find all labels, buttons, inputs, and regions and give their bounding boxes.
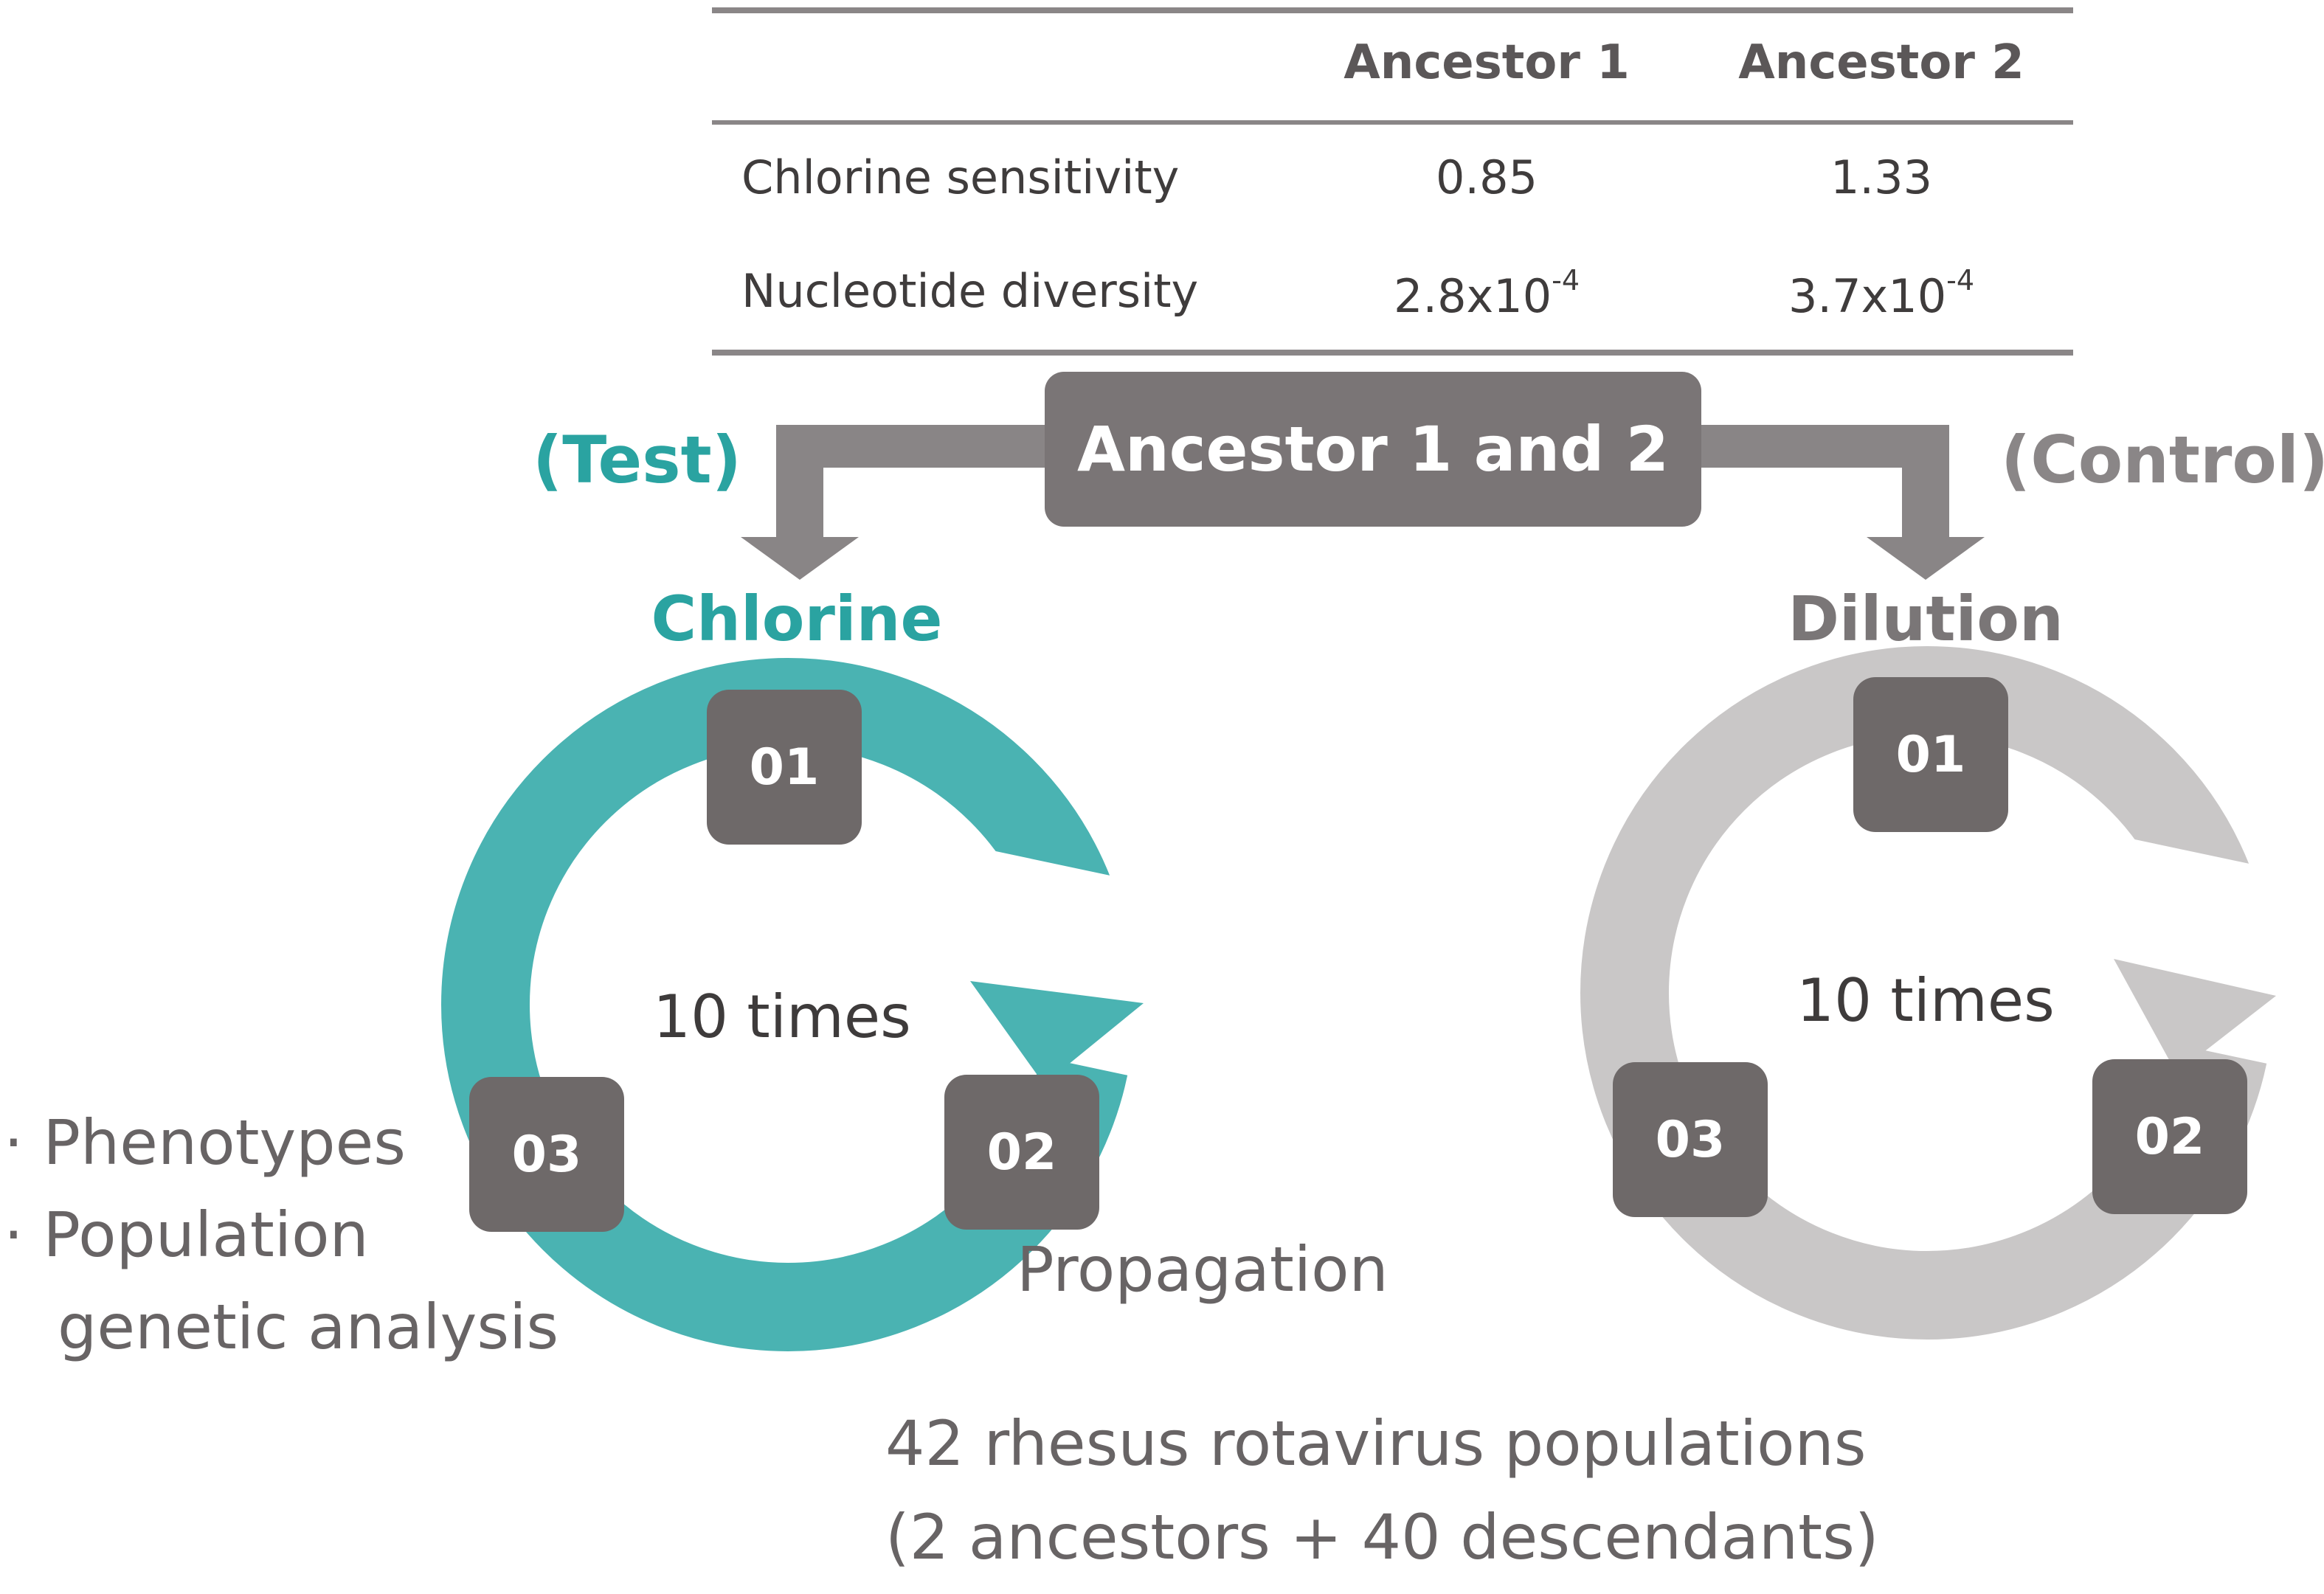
row-label-chlorine-sensitivity: Chlorine sensitivity — [741, 150, 1180, 204]
test-step-03: 03 — [469, 1077, 624, 1232]
nd-a2-base: 3.7x10 — [1788, 269, 1947, 323]
row-label-nucleotide-diversity: Nucleotide diversity — [741, 264, 1199, 318]
test-loop-label: 10 times — [653, 983, 911, 1051]
summary-line-1: 42 rhesus rotavirus populations — [885, 1407, 1867, 1480]
test-treatment-label: Chlorine — [651, 583, 943, 655]
test-step-02: 02 — [944, 1075, 1099, 1230]
test-step-01: 01 — [707, 690, 862, 845]
table-header-ancestor-2: Ancestor 2 — [1738, 35, 2024, 90]
control-treatment-label: Dilution — [1788, 583, 2064, 655]
test-tag: (Test) — [533, 422, 741, 498]
arrow-to-control — [1690, 425, 1985, 580]
ancestor-box: Ancestor 1 and 2 — [1045, 372, 1701, 527]
nd-a1-base: 2.8x10 — [1393, 269, 1552, 323]
analysis-population: · Population — [4, 1199, 369, 1271]
table-header-ancestor-1: Ancestor 1 — [1343, 35, 1630, 90]
control-loop-label: 10 times — [1796, 966, 2055, 1035]
test-ring-arrowhead — [970, 981, 1144, 1084]
cell-chlorine-sensitivity-ancestor-2: 1.33 — [1830, 150, 1933, 204]
propagation-label: Propagation — [1017, 1233, 1388, 1306]
nd-a1-exponent: -4 — [1552, 264, 1580, 297]
split-arrows — [741, 425, 1985, 580]
nd-a2-exponent: -4 — [1946, 264, 1975, 297]
control-step-02: 02 — [2092, 1059, 2247, 1214]
analysis-genetic: genetic analysis — [58, 1291, 559, 1363]
cell-chlorine-sensitivity-ancestor-1: 0.85 — [1435, 150, 1538, 204]
arrow-to-test — [741, 425, 1055, 580]
analysis-phenotypes: · Phenotypes — [4, 1106, 407, 1179]
cell-nucleotide-diversity-ancestor-2: 3.7x10-4 — [1697, 264, 2066, 323]
control-tag: (Control) — [2001, 422, 2324, 498]
cell-nucleotide-diversity-ancestor-1: 2.8x10-4 — [1321, 264, 1653, 323]
control-step-01: 01 — [1853, 677, 2008, 832]
summary-line-2: (2 ancestors + 40 descendants) — [885, 1501, 1879, 1573]
control-step-03: 03 — [1613, 1062, 1768, 1217]
control-ring-arrowhead — [2114, 959, 2276, 1073]
